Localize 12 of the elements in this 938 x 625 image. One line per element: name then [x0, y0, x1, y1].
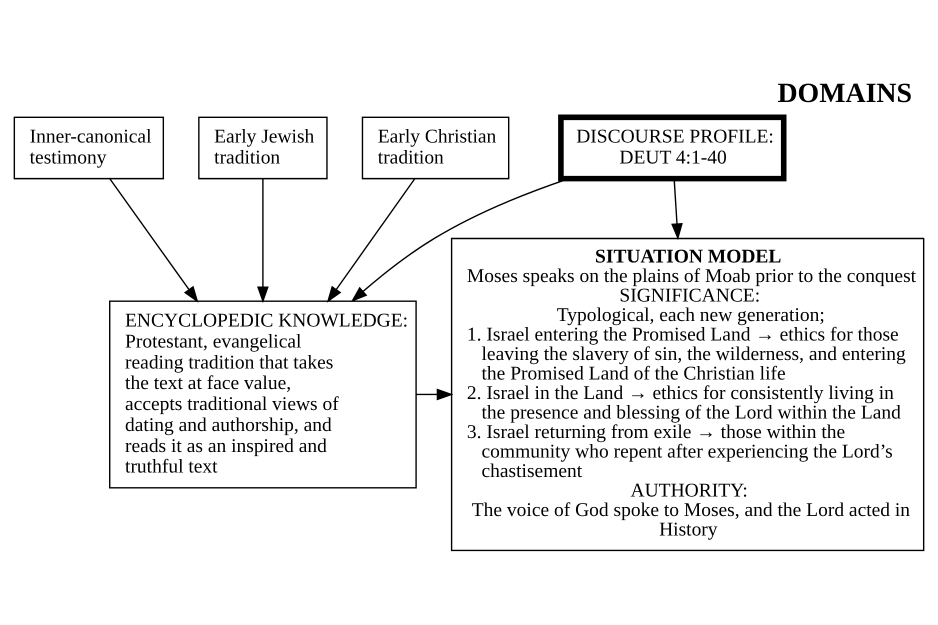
arrow: [257, 178, 269, 303]
node-box: SITUATION MODEL Moses speaks on the plains of Moab prior to the conquest SIGNIFICANCE: Typological, each new generation; 1. Israel entering the Promised Land → ethics for those leaving the slavery of sin, the wilderness, and entering the Promised Land of the Christian life 2. Israel in the Land → ethics for consistently living in the presence and blessing of the Lord within the Land 3. Israel returning from exile → those within the community who repent after experiencing the Lord’s chastisement AUTHORITY: The voice of God spoke to Moses, and the Lord acted in History: [450, 237, 924, 551]
arrow: [109, 178, 198, 302]
arrow: [326, 178, 416, 302]
diagram-title: DOMAINS: [777, 78, 912, 109]
node-box: Inner-canonical testimony: [14, 116, 164, 179]
arrow: [416, 388, 454, 400]
node-box: ENCYCLOPEDIC KNOWLEDGE: Protestant, evangelical reading tradition that takes the text at face value, accepts traditional views of dating and authorship, and reads it as an inspired and truthful text: [109, 300, 417, 488]
node-box: DISCOURSE PROFILE: DEUT 4:1-40: [558, 114, 786, 181]
node-box: Early Christian tradition: [362, 116, 510, 179]
node-box: Early Jewish tradition: [198, 116, 328, 179]
arrow: [671, 178, 683, 240]
